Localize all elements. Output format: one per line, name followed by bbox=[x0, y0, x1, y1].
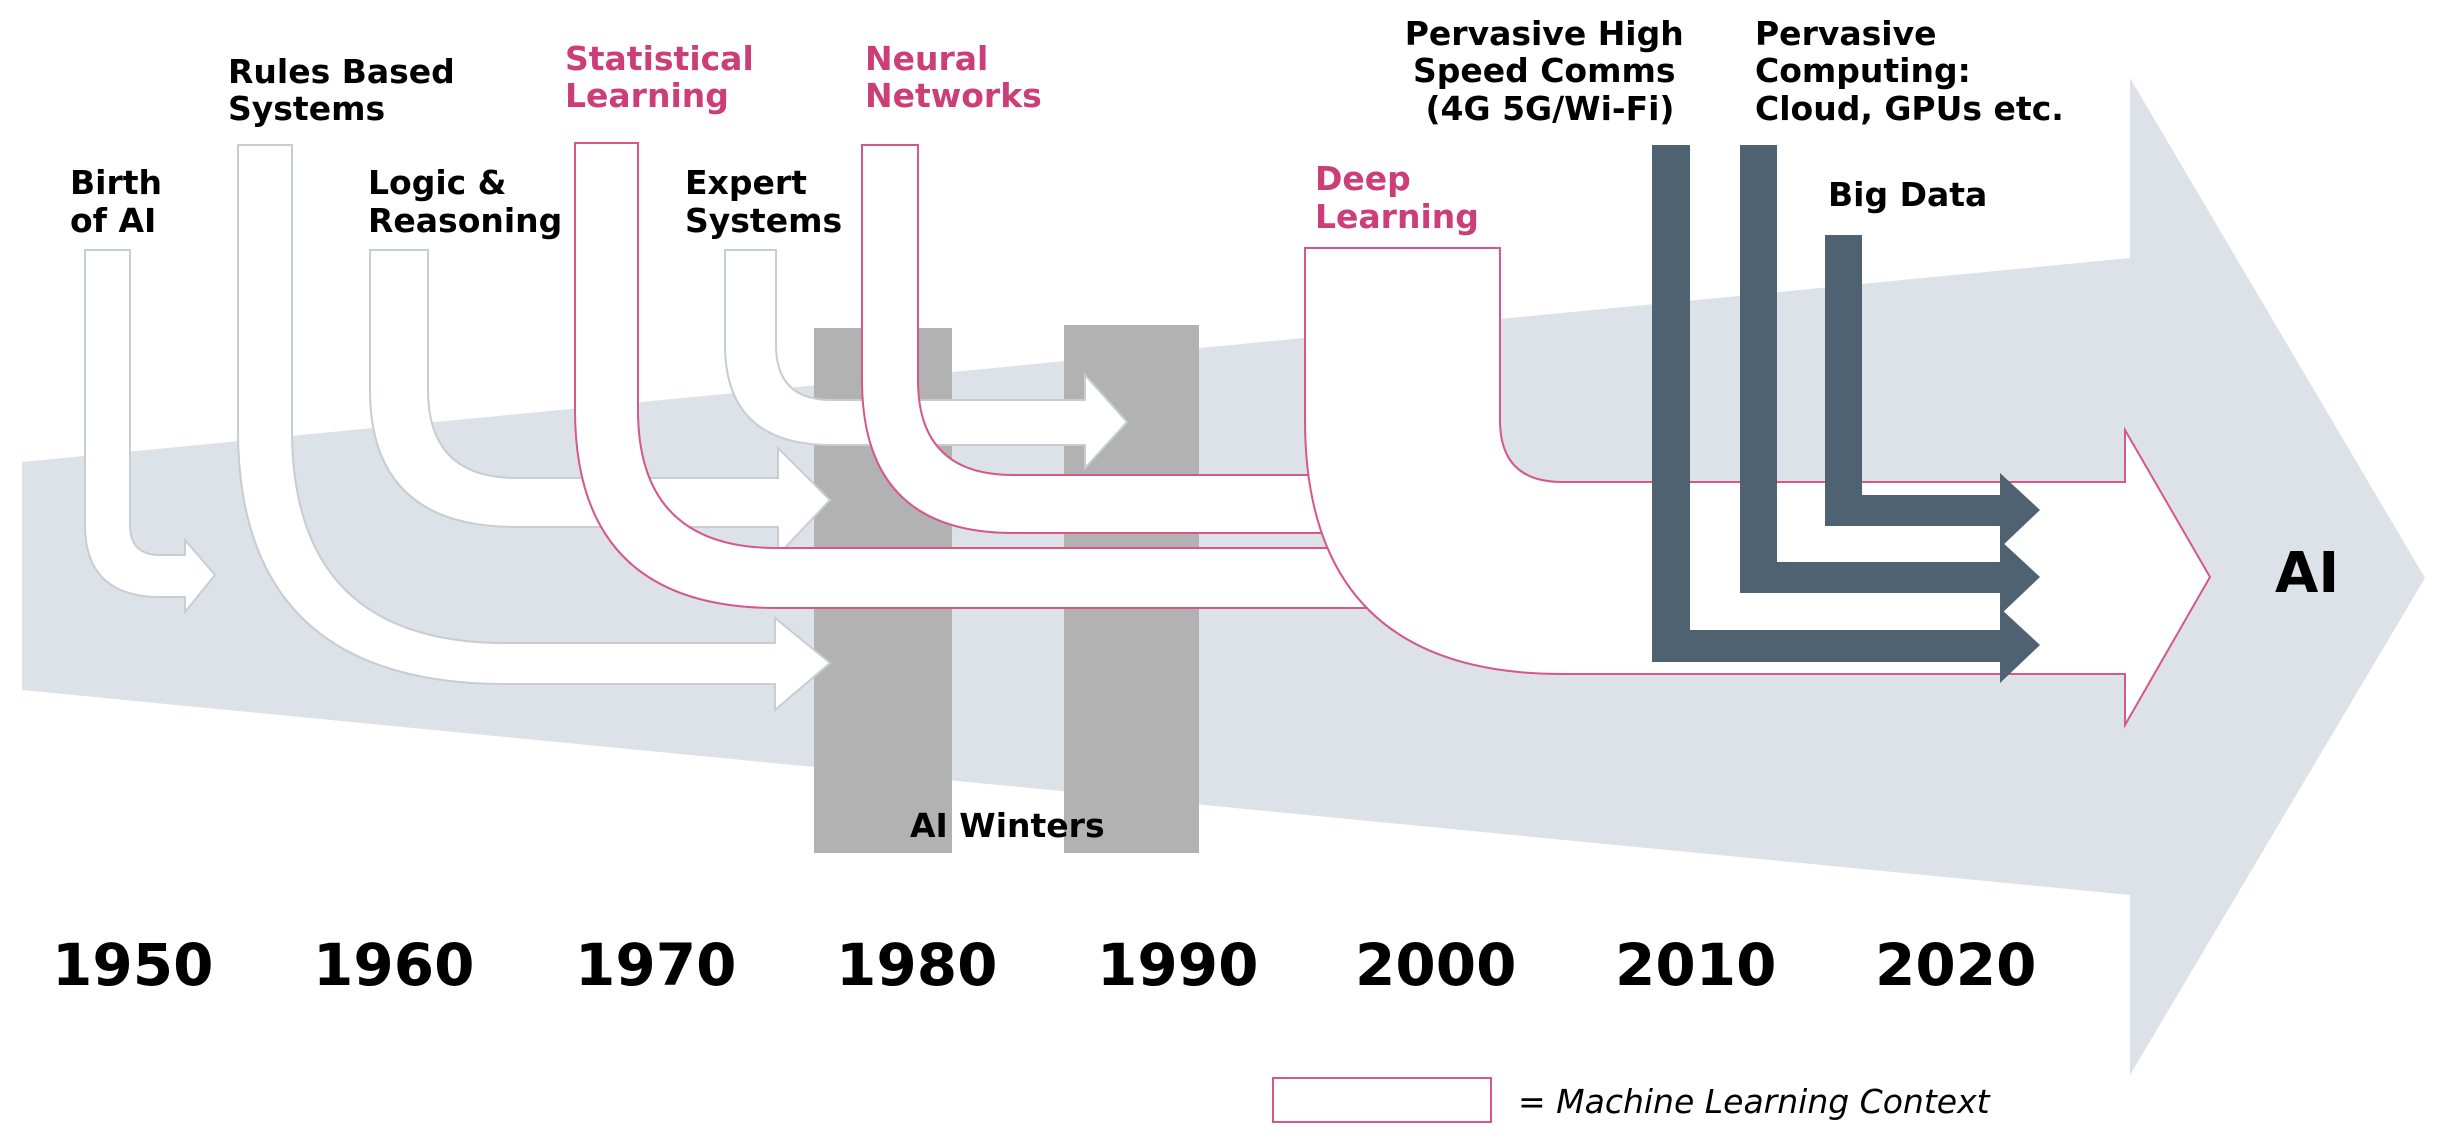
label-big-data: Big Data bbox=[1828, 175, 1987, 214]
label-expert-systems: Expert Systems bbox=[685, 163, 842, 240]
label-ai-winters: AI Winters bbox=[910, 806, 1105, 845]
year-label: 1990 bbox=[1097, 931, 1258, 999]
birth-of-ai-arrow bbox=[84, 249, 217, 615]
legend-text: = Machine Learning Context bbox=[1518, 1082, 1991, 1121]
expert-systems-arrow bbox=[724, 249, 1129, 471]
label-statistical-learning: Statistical Learning bbox=[565, 39, 765, 115]
legend: = Machine Learning Context bbox=[1272, 1077, 1991, 1123]
label-ai: AI bbox=[2275, 541, 2339, 606]
label-neural-networks: Neural Networks bbox=[865, 39, 1042, 115]
pervasive-computing-arrow bbox=[1740, 145, 2040, 615]
label-pervasive-comms: Pervasive High Speed Comms (4G 5G/Wi-Fi) bbox=[1405, 14, 1696, 128]
big-data-arrow bbox=[1825, 235, 2040, 548]
year-label: 1960 bbox=[313, 931, 474, 999]
label-logic-reasoning: Logic & Reasoning bbox=[368, 163, 562, 240]
label-rules-based-systems: Rules Based Systems bbox=[228, 52, 466, 128]
year-label: 2010 bbox=[1615, 931, 1776, 999]
rules-based-arrow bbox=[237, 144, 832, 713]
label-birth-of-ai: Birth of AI bbox=[70, 163, 174, 240]
label-pervasive-computing: Pervasive Computing: Cloud, GPUs etc. bbox=[1755, 14, 2064, 128]
year-axis: 1950 1960 1970 1980 1990 2000 2010 2020 bbox=[52, 931, 2036, 999]
label-deep-learning: Deep Learning bbox=[1315, 159, 1479, 236]
pervasive-comms-arrow bbox=[1652, 145, 2040, 683]
year-label: 2020 bbox=[1875, 931, 2036, 999]
year-label: 2000 bbox=[1355, 931, 1516, 999]
legend-swatch bbox=[1272, 1077, 1492, 1123]
year-label: 1980 bbox=[836, 931, 997, 999]
year-label: 1950 bbox=[52, 931, 213, 999]
year-label: 1970 bbox=[575, 931, 736, 999]
